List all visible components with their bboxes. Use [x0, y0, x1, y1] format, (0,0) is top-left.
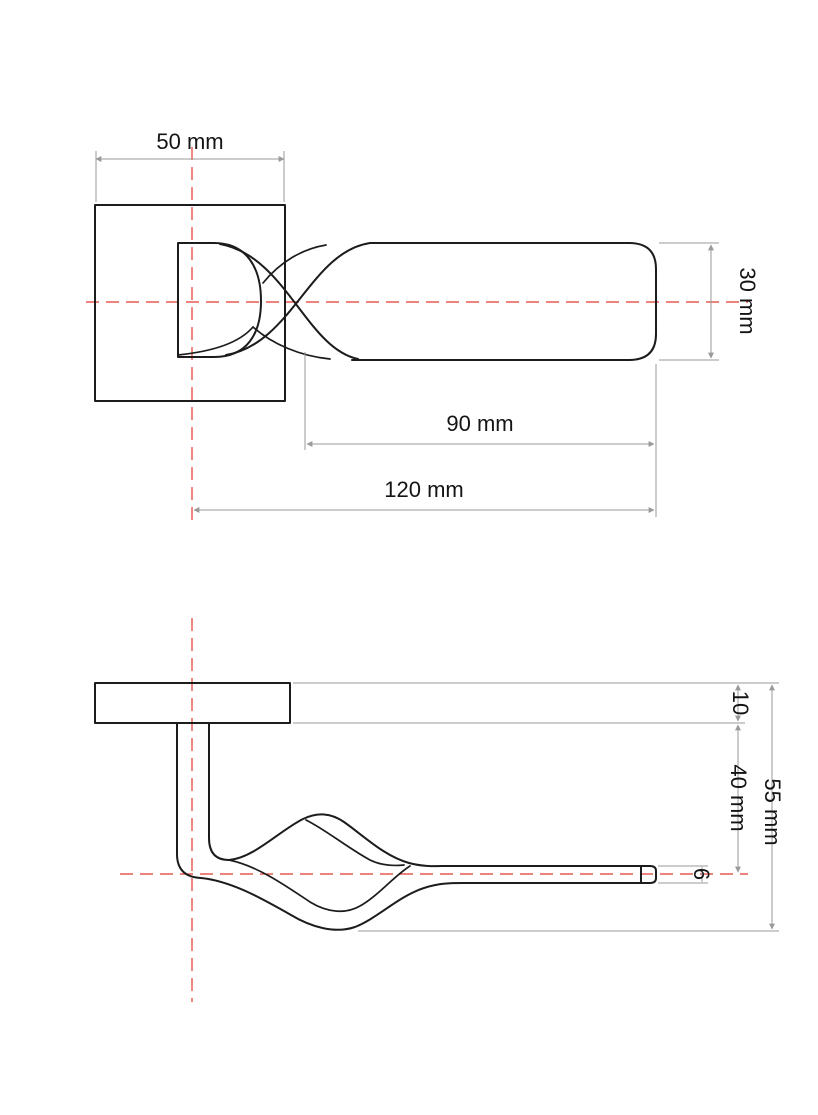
dimension-label-axis-drop: 40 mm	[726, 764, 751, 831]
dimension-lever-thickness: 6	[658, 865, 714, 884]
twist-edge-lower-to-upper	[225, 242, 371, 356]
handle-profile-top-edge	[208, 722, 642, 868]
dimension-label-overall-length: 120 mm	[384, 477, 463, 502]
dimension-overall-drop: 55 mm	[358, 684, 785, 932]
handle-neck-inner-edge	[177, 326, 254, 356]
side-view: 10 40 mm 55 mm 6	[94, 618, 785, 1002]
dimension-label-grip-height: 30 mm	[735, 267, 760, 334]
dimension-plate-width: 50 mm	[95, 129, 285, 202]
front-view: 50 mm 30 mm 90 mm 120 mm	[86, 129, 760, 520]
dimension-overall-length: 120 mm	[193, 477, 655, 513]
dimension-axis-drop: 40 mm	[726, 724, 751, 873]
dimension-label-plate-thickness: 10	[728, 691, 753, 715]
dimension-plate-thickness: 10	[293, 682, 779, 724]
dimension-label-lever-thickness: 6	[689, 868, 714, 880]
handle-neck-front	[177, 242, 262, 358]
twist-accent-upper	[262, 244, 327, 284]
handle-grip-front	[351, 242, 657, 361]
rose-plate-front	[94, 204, 286, 402]
dimension-grip-length: 90 mm	[304, 352, 657, 517]
twist-accent-lower	[252, 326, 331, 360]
dimension-grip-height: 30 mm	[659, 242, 760, 361]
bulge-accent-lower	[228, 859, 411, 913]
twist-edge-upper-to-lower	[219, 243, 359, 360]
rose-plate-side	[94, 682, 291, 724]
handle-profile-bottom-edge	[176, 722, 642, 931]
bulge-accent-upper	[305, 819, 405, 867]
dimension-label-overall-drop: 55 mm	[760, 778, 785, 845]
lever-end-cap	[640, 865, 657, 884]
dimension-label-grip-length: 90 mm	[446, 411, 513, 436]
dimension-label-plate-width: 50 mm	[156, 129, 223, 154]
